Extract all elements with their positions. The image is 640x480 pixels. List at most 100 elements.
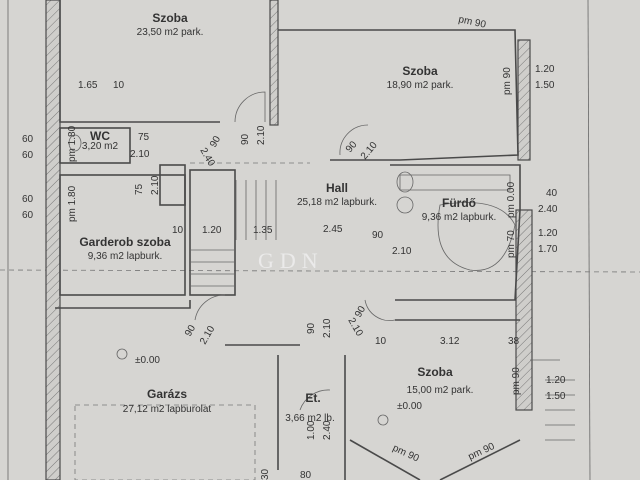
dimension-label: 90 — [183, 323, 198, 339]
room-area: 15,00 m2 park. — [407, 385, 474, 396]
guide-line — [587, 0, 591, 480]
dimension-label: 1.20 — [535, 64, 555, 75]
dimension-label: 40 — [546, 188, 558, 199]
dimension-label: 1.35 — [253, 225, 273, 236]
interior-wall — [269, 0, 279, 126]
dimension-label: pm 0.00 — [506, 181, 517, 218]
dimension-label: 60 — [22, 210, 34, 221]
dimension-label: 1.50 — [535, 80, 555, 91]
dimension-label: 2.40 — [322, 420, 333, 440]
dimension-label: 1.00 — [306, 420, 317, 440]
room-szoba-1-outline — [59, 0, 220, 123]
room-name: Garázs — [147, 387, 187, 401]
room-szoba-2-outline — [278, 29, 519, 161]
dimension-label: 2.45 — [323, 224, 343, 235]
room-area: 3,66 m2 lb. — [285, 413, 334, 424]
car-outline — [74, 404, 256, 480]
level-marker-icon — [116, 348, 128, 360]
stairs — [190, 180, 277, 287]
dimension-label: 1.20 — [546, 375, 566, 386]
bidet — [396, 196, 414, 214]
dimension-label: 90 — [208, 134, 223, 150]
dimension-label: 2.10 — [198, 324, 217, 347]
dimension-label: pm 90 — [502, 67, 513, 95]
dimension-label: 38 — [508, 336, 520, 347]
dimension-label: pm 90 — [511, 367, 522, 395]
room-name: Fürdő — [442, 196, 476, 210]
dimension-label: 1.65 — [78, 80, 98, 91]
dimension-label: 10 — [113, 80, 125, 91]
room-name: Hall — [326, 181, 348, 195]
dimension-label: 2.40 — [538, 204, 558, 215]
dimension-label: 10 — [172, 225, 184, 236]
dimension-label: 2.10 — [359, 140, 380, 162]
room-wc-outline — [59, 127, 131, 164]
dimension-label: 2.40 — [197, 146, 216, 169]
room-name: Szoba — [152, 11, 188, 25]
exterior-wall-left — [45, 0, 61, 480]
room-area: 9,36 m2 lapburk. — [422, 212, 497, 223]
watermark: GDN — [258, 248, 324, 273]
exterior-wall-right — [517, 39, 531, 161]
dimension-label: 30 — [260, 468, 271, 480]
dimension-label: 60 — [22, 134, 34, 145]
dimension-label: 90 — [240, 133, 251, 145]
bay-wall — [439, 439, 521, 480]
staircase — [189, 169, 236, 296]
room-name: WC — [90, 129, 110, 143]
dimension-labels: 1.65 10 60 60 60 60 pm 1.80 pm 1.80 75 2… — [22, 14, 566, 480]
dimension-label: 90 — [372, 230, 384, 241]
level-mark: ±0.00 — [135, 355, 160, 366]
dimension-label: 90 — [306, 322, 317, 334]
dimension-label: 1.50 — [546, 391, 566, 402]
door-arcs — [194, 91, 396, 411]
dimension-label: 2.10 — [392, 246, 412, 257]
dimension-label: 1.20 — [538, 228, 558, 239]
room-name: Szoba — [402, 64, 438, 78]
room-area: 27,12 m2 lapburolat — [123, 404, 212, 415]
wc-toilet — [68, 134, 82, 152]
dimension-label: 90 — [353, 304, 368, 320]
dimension-label: 75 — [134, 183, 145, 195]
room-area: 9,36 m2 lapburk. — [88, 251, 163, 262]
room-garazs-outline — [55, 300, 191, 309]
room-area: 3,20 m2 — [82, 141, 119, 152]
dimension-label: 90 — [344, 139, 360, 155]
dimension-label: pm 90 — [391, 443, 421, 465]
axis-line — [0, 269, 640, 273]
toilet — [396, 171, 414, 193]
dimension-label: 2.10 — [322, 318, 333, 338]
bathtub — [437, 202, 516, 271]
room-furdo-outline — [390, 164, 521, 301]
dimension-label: 3.12 — [440, 336, 460, 347]
level-mark: ±0.00 — [397, 401, 422, 412]
room-name: Et. — [305, 391, 320, 405]
dimension-label: 2.10 — [150, 175, 161, 195]
dimension-label: pm 70 — [506, 230, 517, 258]
dimension-label: 2.10 — [130, 149, 150, 160]
room-area: 25,18 m2 lapburk. — [297, 197, 377, 208]
dimension-label: 10 — [375, 336, 387, 347]
outside-steps — [545, 379, 575, 441]
room-garderob-outline — [59, 174, 186, 296]
sinks — [399, 174, 511, 191]
dimension-label: 75 — [138, 132, 150, 143]
dimension-label: 1.70 — [538, 244, 558, 255]
dimension-label: pm 90 — [457, 14, 487, 31]
dimension-label: 2.10 — [256, 125, 267, 145]
dimension-label: 60 — [22, 194, 34, 205]
room-area: 18,90 m2 park. — [387, 80, 454, 91]
room-name: Szoba — [417, 365, 453, 379]
dimension-label: pm 1.80 — [67, 185, 78, 222]
dimension-label: 80 — [300, 470, 312, 480]
dimension-label: pm 1.80 — [67, 125, 78, 162]
exterior-wall-right-lower — [515, 209, 533, 411]
dimension-label: 1.20 — [202, 225, 222, 236]
dimension-label: 60 — [22, 150, 34, 161]
stove — [159, 164, 186, 206]
room-area: 23,50 m2 park. — [137, 27, 204, 38]
level-marker-icon — [377, 414, 389, 426]
bay-wall — [349, 439, 421, 480]
room-name: Garderob szoba — [79, 235, 171, 249]
